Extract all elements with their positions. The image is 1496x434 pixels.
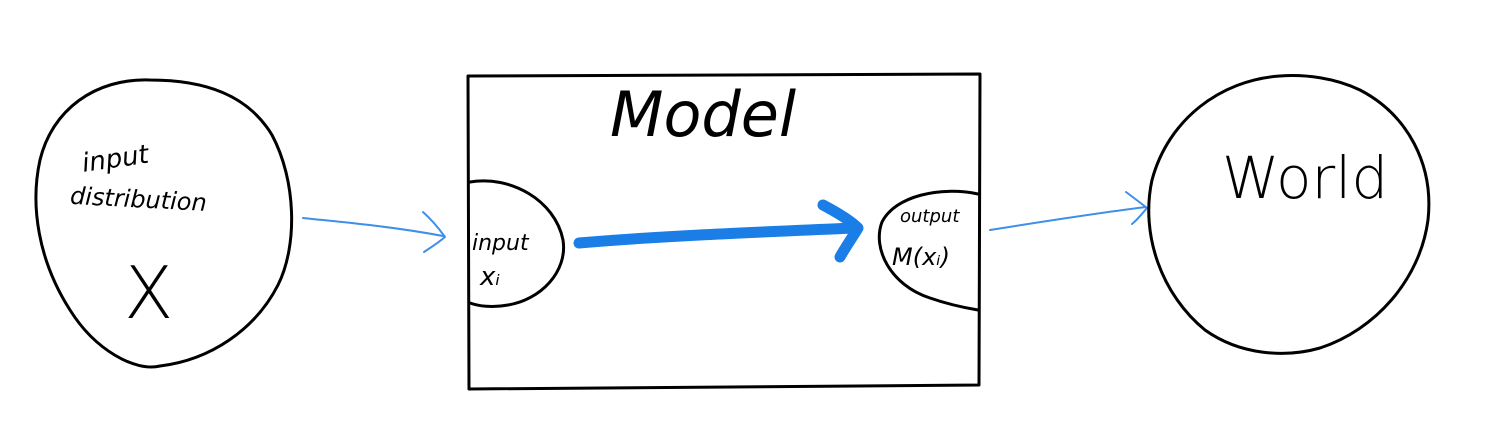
model-input-port (468, 179, 566, 308)
model-output-port-line1: output (900, 206, 960, 227)
input-distribution-node: input distribution X (34, 78, 294, 369)
model-output-port (877, 189, 980, 312)
input-distribution-symbol: X (124, 251, 173, 335)
world-circle (1147, 74, 1431, 355)
input-distribution-line1: input (80, 140, 151, 179)
world-node: World (1147, 74, 1431, 355)
model-box-outline (466, 72, 982, 391)
input-distribution-circle (34, 78, 294, 369)
model-input-port-line2: xᵢ (479, 262, 500, 292)
model-box: Model input xᵢ output M(xᵢ) (466, 72, 982, 391)
input-distribution-line2: distribution (69, 182, 207, 217)
world-label: World (1222, 144, 1388, 212)
arrow-distribution-to-model (302, 211, 446, 253)
model-title: Model (610, 78, 796, 151)
model-flow-arrow (573, 199, 864, 263)
model-output-port-line2: M(xᵢ) (892, 243, 950, 271)
arrow-model-to-world (989, 191, 1148, 231)
model-input-port-line1: input (472, 231, 530, 256)
